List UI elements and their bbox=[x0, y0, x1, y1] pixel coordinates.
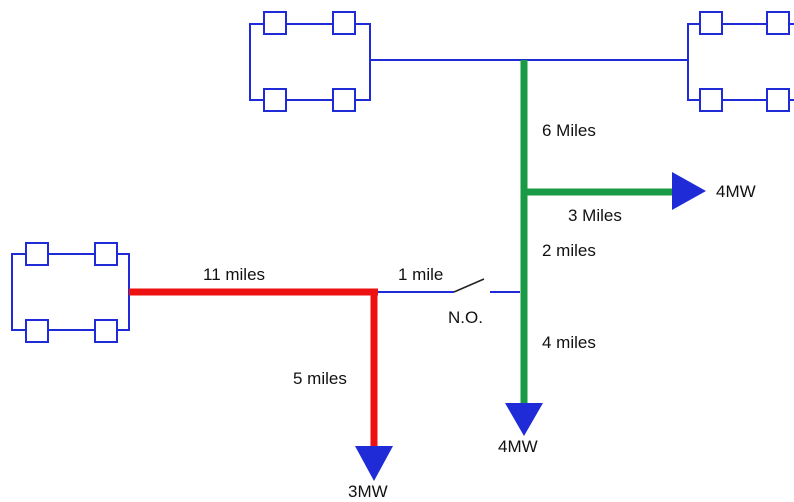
substation-top-right-node-2 bbox=[766, 11, 790, 35]
load-arrow-bottom-red bbox=[355, 446, 393, 481]
substation-top-right-node-3 bbox=[699, 88, 723, 112]
substation-top-left-frame bbox=[249, 23, 371, 101]
substation-top-right-node-1 bbox=[699, 11, 723, 35]
substation-top-right-node-4 bbox=[766, 88, 790, 112]
substation-left-node-4 bbox=[94, 319, 118, 343]
substation-top-left-node-2 bbox=[332, 11, 356, 35]
substation-left-node-1 bbox=[25, 242, 49, 266]
substation-top-left-node-3 bbox=[263, 88, 287, 112]
substation-top-right bbox=[687, 11, 794, 112]
label-five-miles: 5 miles bbox=[293, 369, 347, 388]
label-switch-state: N.O. bbox=[448, 308, 483, 327]
substation-left-node-2 bbox=[94, 242, 118, 266]
label-load-bottom-green: 4MW bbox=[498, 437, 538, 456]
substation-top-left-node-4 bbox=[332, 88, 356, 112]
label-three-miles: 3 Miles bbox=[568, 206, 622, 225]
substation-top-right-frame bbox=[687, 23, 794, 101]
substation-left-node-3 bbox=[25, 319, 49, 343]
label-six-miles: 6 Miles bbox=[542, 121, 596, 140]
label-load-right: 4MW bbox=[716, 182, 756, 201]
label-load-bottom-red: 3MW bbox=[348, 482, 388, 501]
load-arrow-bottom-green bbox=[505, 403, 543, 436]
load-arrow-right bbox=[672, 172, 706, 210]
normally-open-switch bbox=[453, 278, 485, 293]
substation-top-left bbox=[249, 11, 371, 112]
substation-top-left-node-1 bbox=[263, 11, 287, 35]
substation-left bbox=[11, 242, 130, 343]
label-two-miles: 2 miles bbox=[542, 241, 596, 260]
label-one-mile: 1 mile bbox=[398, 265, 443, 284]
label-four-miles: 4 miles bbox=[542, 333, 596, 352]
label-eleven-miles: 11 miles bbox=[203, 265, 265, 284]
